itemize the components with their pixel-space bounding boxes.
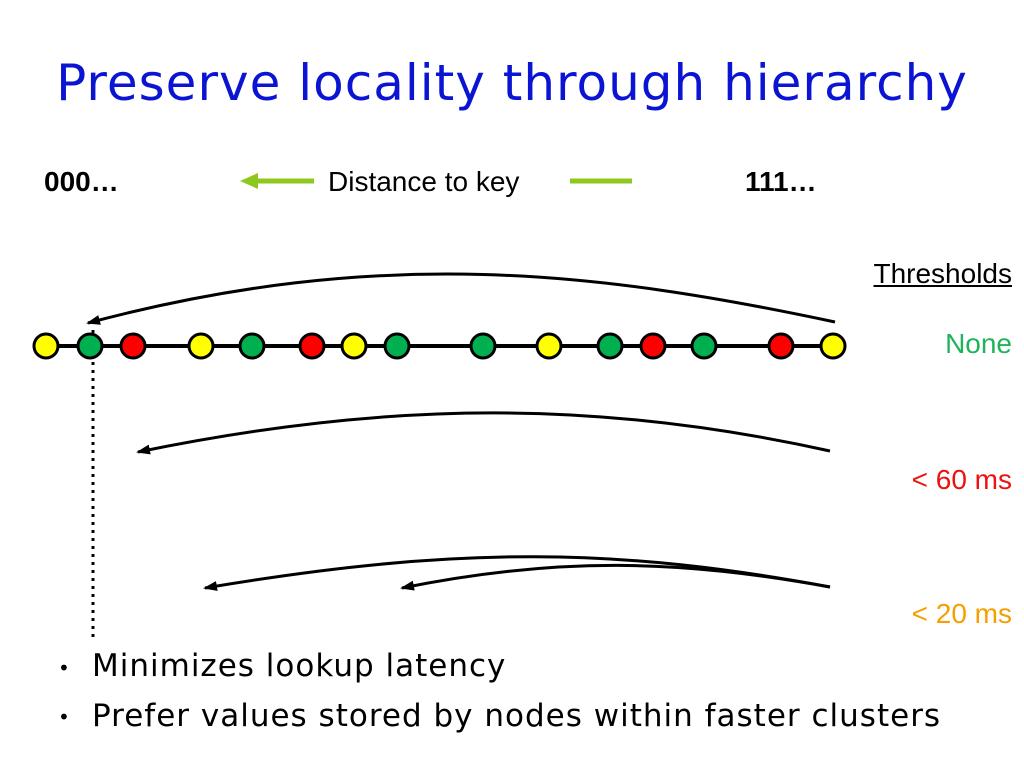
bullet-dot-icon: •: [58, 705, 71, 729]
node-yellow: [32, 332, 60, 360]
bullet-dot-icon: •: [58, 655, 71, 680]
node-green: [76, 332, 104, 360]
node-green: [383, 332, 411, 360]
axis-start-label: 000…: [44, 166, 119, 197]
bullet-text: Prefer values stored by nodes within fas…: [92, 697, 942, 734]
threshold-20ms: < 20 ms: [911, 598, 1012, 629]
node-red: [119, 332, 147, 360]
node-red: [298, 332, 326, 360]
node-yellow: [535, 332, 563, 360]
threshold-60ms: < 60 ms: [911, 464, 1012, 495]
route-arrow-20ms-b: [400, 563, 831, 591]
axis-center-label: Distance to key: [328, 166, 520, 197]
bullet-list: • Minimizes lookup latency • Prefer values…: [58, 642, 941, 741]
bullet-item: • Prefer values stored by nodes within fa…: [58, 692, 941, 742]
node-red: [767, 332, 795, 360]
node-green: [469, 332, 497, 360]
thresholds-heading: Thresholds: [873, 258, 1012, 289]
node-yellow: [187, 332, 215, 360]
node-green: [690, 332, 718, 360]
bullet-text: Minimizes lookup latency: [92, 648, 507, 684]
node-green: [596, 332, 624, 360]
route-arrow-60ms: [136, 411, 831, 455]
node-red: [639, 332, 667, 360]
bullet-item: • Minimizes lookup latency: [58, 642, 941, 692]
node-yellow: [819, 332, 847, 360]
distance-arrowhead-left: [240, 173, 258, 189]
nodes-group: [32, 332, 847, 360]
node-yellow: [340, 332, 368, 360]
threshold-none: None: [945, 328, 1012, 359]
node-green: [238, 332, 266, 360]
slide-title: Preserve locality through hierarchy: [56, 54, 968, 112]
axis-end-label: 111…: [745, 166, 817, 197]
route-arrow-none: [86, 272, 836, 325]
